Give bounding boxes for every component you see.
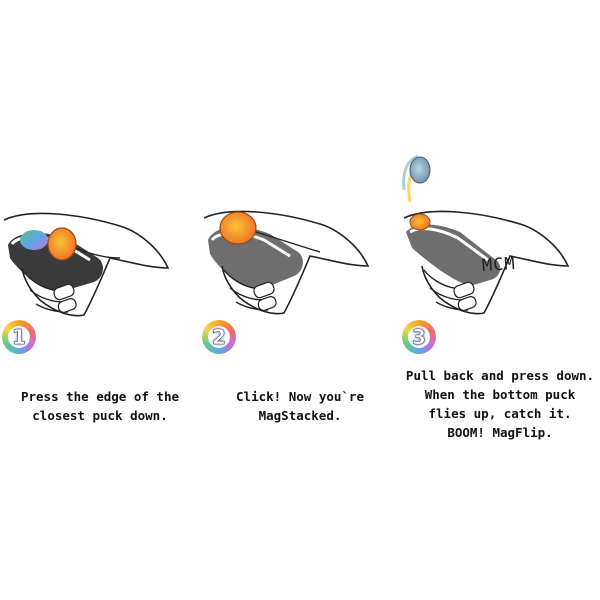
hand-illustration [402, 154, 570, 315]
caption-line: Click! Now you`re [236, 389, 364, 404]
flying-puck-icon [409, 156, 431, 184]
step-badge-2: 2 [202, 320, 236, 354]
caption-line: Press the edge of the [20, 389, 180, 404]
caption-line: Pull back and press down. [405, 368, 595, 383]
step-number-3: 3 [412, 325, 427, 350]
step-caption-3: Pull back and press down. When the botto… [400, 366, 600, 442]
step-number-2: 2 [212, 325, 227, 350]
step-badge-1: 1 [2, 320, 36, 354]
caption-line: closest puck down. [32, 408, 168, 423]
hand-illustration [3, 212, 170, 317]
puck-icon [219, 211, 257, 245]
step-badge-3: 3 [402, 320, 436, 354]
step-panel-1: 1 Press the edge of the closest puck dow… [0, 140, 200, 480]
step-caption-1: Press the edge of the closest puck down. [0, 387, 200, 425]
step-panel-3: 3 Pull back and press down. When the bot… [400, 140, 600, 480]
puck-icon [409, 213, 431, 231]
caption-line: When the bottom puck [424, 387, 576, 402]
step-number-1: 1 [12, 325, 27, 350]
mcm-annotation: MCM [481, 253, 517, 277]
caption-line: MagStacked. [258, 408, 342, 423]
hand-illustration [203, 210, 370, 315]
puck-icon [47, 227, 77, 261]
step-panel-2: 2 Click! Now you`re MagStacked. [200, 140, 400, 480]
caption-line: BOOM! MagFlip. [447, 425, 553, 440]
step-caption-2: Click! Now you`re MagStacked. [200, 387, 400, 425]
caption-line: flies up, catch it. [428, 406, 572, 421]
